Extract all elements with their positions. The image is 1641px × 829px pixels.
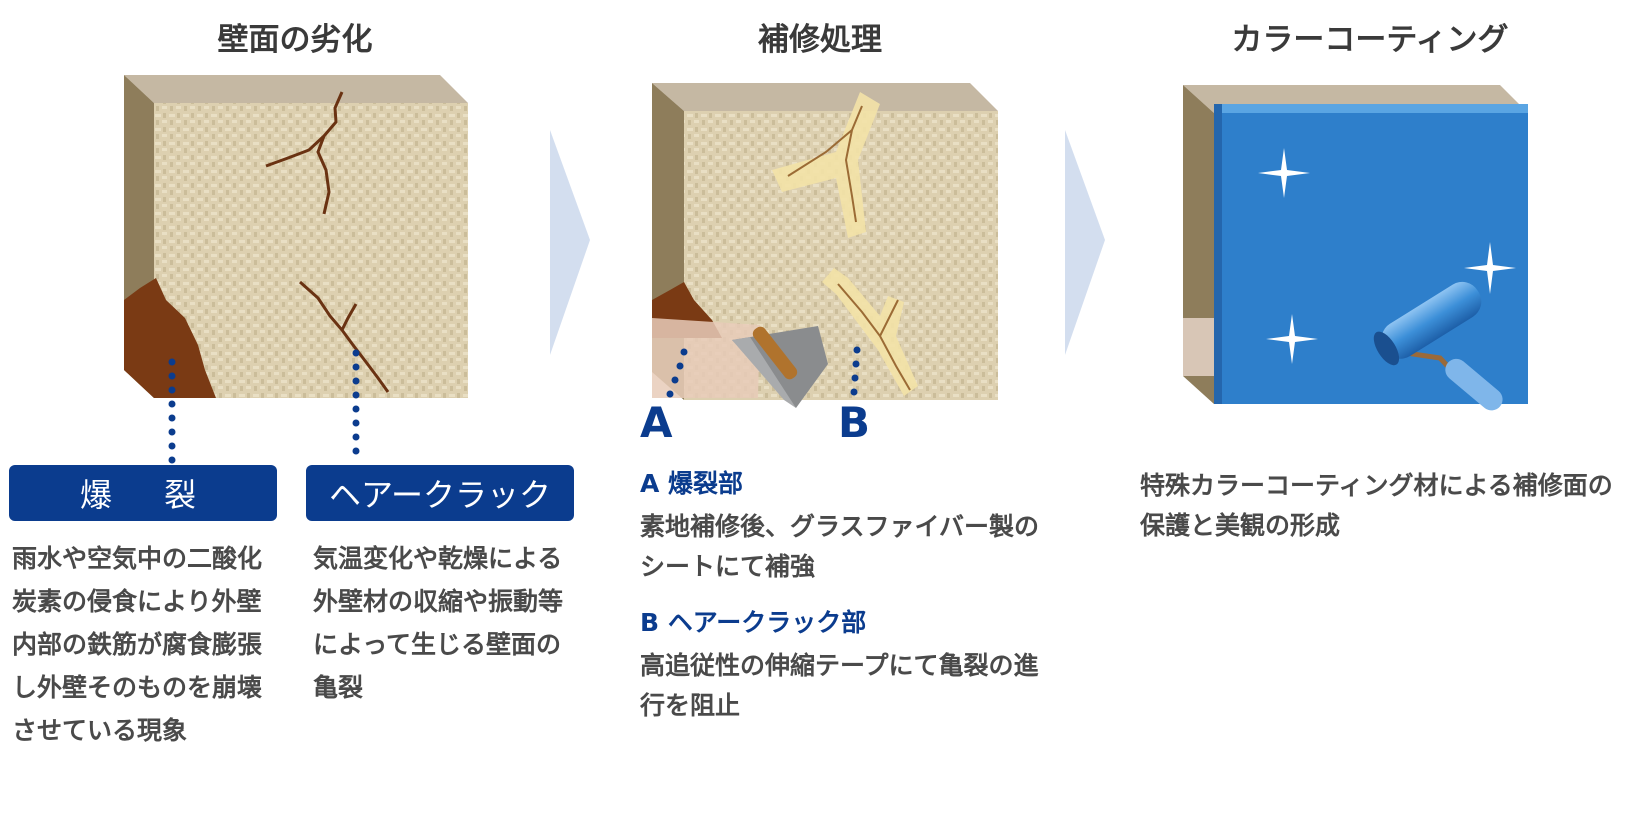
arrow-step-1 <box>550 130 590 355</box>
wall-repair <box>652 83 998 408</box>
crack-lower <box>299 280 390 393</box>
leader-hair-crack <box>352 349 360 455</box>
repair-b-title: B ヘアークラック部 <box>640 608 867 637</box>
wall-deteriorated <box>124 75 468 464</box>
paint-roller-icon <box>1373 281 1503 411</box>
explosion-description: 雨水や空気中の二酸化炭素の侵食により外壁内部の鉄筋が腐食膨張し外壁そのものを崩壊… <box>12 544 263 745</box>
label-b: B <box>838 398 871 447</box>
repair-b-text: 高追従性の伸縮テープにて亀裂の進行を阻止 <box>640 651 1039 720</box>
leader-b <box>850 346 861 396</box>
step-title-deterioration: 壁面の劣化 <box>217 22 373 58</box>
sparkle-icon <box>1258 148 1516 364</box>
crack-upper <box>265 91 344 215</box>
fiber-sheet <box>652 318 760 398</box>
wall-coated <box>1183 85 1528 411</box>
arrow-step-2 <box>1065 130 1105 355</box>
coated-surface <box>1214 113 1528 404</box>
tag-hair-crack: ヘアークラック <box>306 465 574 521</box>
tag-explosion: 爆 裂 <box>9 465 277 521</box>
step-title-repair: 補修処理 <box>758 22 882 58</box>
step-title-coating: カラーコーティング <box>1231 22 1509 58</box>
repair-a-title: A 爆裂部 <box>640 469 744 498</box>
leader-explosion <box>168 358 176 464</box>
trowel-handle <box>752 326 798 380</box>
label-a: A <box>640 398 673 447</box>
hair-crack-description: 気温変化や乾燥による外壁材の収縮や振動等によって生じる壁面の亀裂 <box>313 544 564 702</box>
repair-a-text: 素地補修後、グラスファイバー製のシートにて補強 <box>640 512 1040 581</box>
coating-description: 特殊カラーコーティング材による補修面の保護と美観の形成 <box>1140 471 1613 540</box>
leader-a <box>666 348 688 398</box>
explosion-damage <box>124 278 216 398</box>
